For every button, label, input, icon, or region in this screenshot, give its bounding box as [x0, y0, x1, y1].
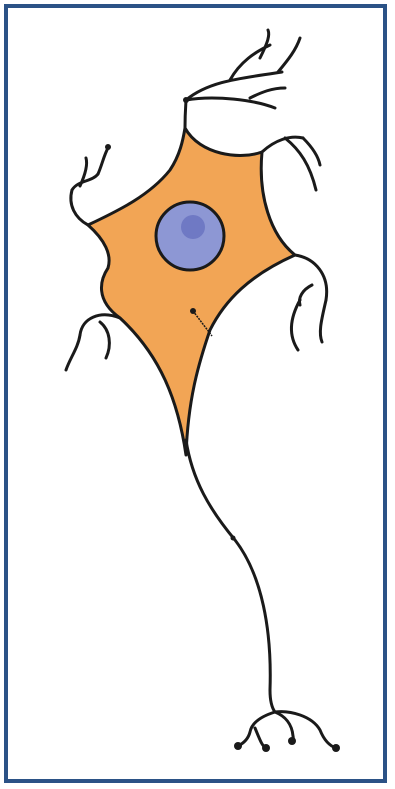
axon-terminals	[234, 712, 340, 752]
nucleolus	[181, 215, 205, 239]
dendrite-left-upper	[71, 144, 111, 225]
dendrite-top	[183, 30, 300, 128]
cell-body	[88, 128, 295, 455]
axon	[186, 440, 275, 712]
dendrite-right-lower	[291, 255, 326, 350]
dendrite-left-lower	[66, 315, 120, 370]
dendrite-right-upper	[262, 137, 320, 190]
